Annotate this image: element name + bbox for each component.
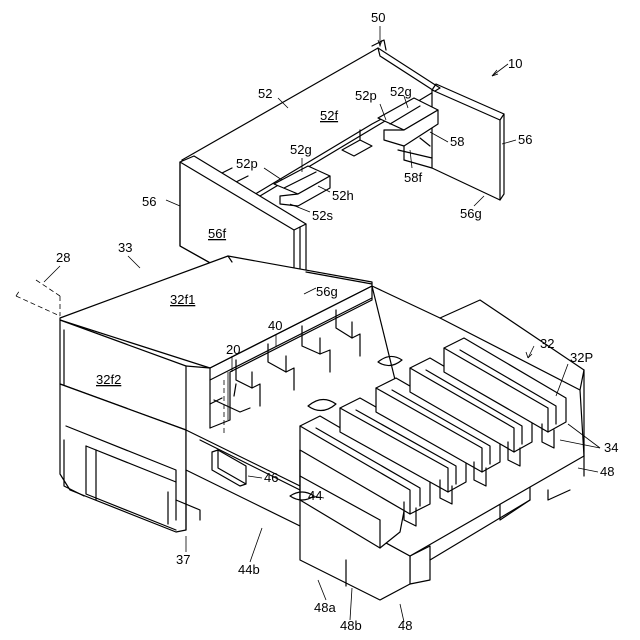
label-46: 46 [264, 470, 278, 485]
label-32f1: 32f1 [170, 292, 195, 307]
label-48-right: 48 [600, 464, 614, 479]
label-32f2: 32f2 [96, 372, 121, 387]
label-50: 50 [371, 10, 385, 25]
label-48a: 48a [314, 600, 336, 615]
label-32P: 32P [570, 350, 593, 365]
label-56-right: 56 [518, 132, 532, 147]
reference-28 [16, 280, 60, 316]
label-37: 37 [176, 552, 190, 567]
label-52g-upper: 52g [390, 84, 412, 99]
label-52p-upper: 52p [355, 88, 377, 103]
label-56g-right: 56g [460, 206, 482, 221]
label-28: 28 [56, 250, 70, 265]
label-56g-left: 56g [316, 284, 338, 299]
label-48b: 48b [340, 618, 362, 633]
label-10: 10 [508, 56, 522, 71]
label-34: 34 [604, 440, 618, 455]
label-58f: 58f [404, 170, 422, 185]
label-52s: 52s [312, 208, 333, 223]
label-52p-lower: 52p [236, 156, 258, 171]
label-44: 44 [308, 488, 322, 503]
label-32: 32 [540, 336, 554, 351]
label-40: 40 [268, 318, 282, 333]
label-56-left: 56 [142, 194, 156, 209]
label-56f: 56f [208, 226, 226, 241]
label-33: 33 [118, 240, 132, 255]
label-48-bottom: 48 [398, 618, 412, 633]
label-52h: 52h [332, 188, 354, 203]
label-58: 58 [450, 134, 464, 149]
label-52f: 52f [320, 108, 338, 123]
label-44b: 44b [238, 562, 260, 577]
label-20: 20 [226, 342, 240, 357]
label-52: 52 [258, 86, 272, 101]
label-52g-lower: 52g [290, 142, 312, 157]
